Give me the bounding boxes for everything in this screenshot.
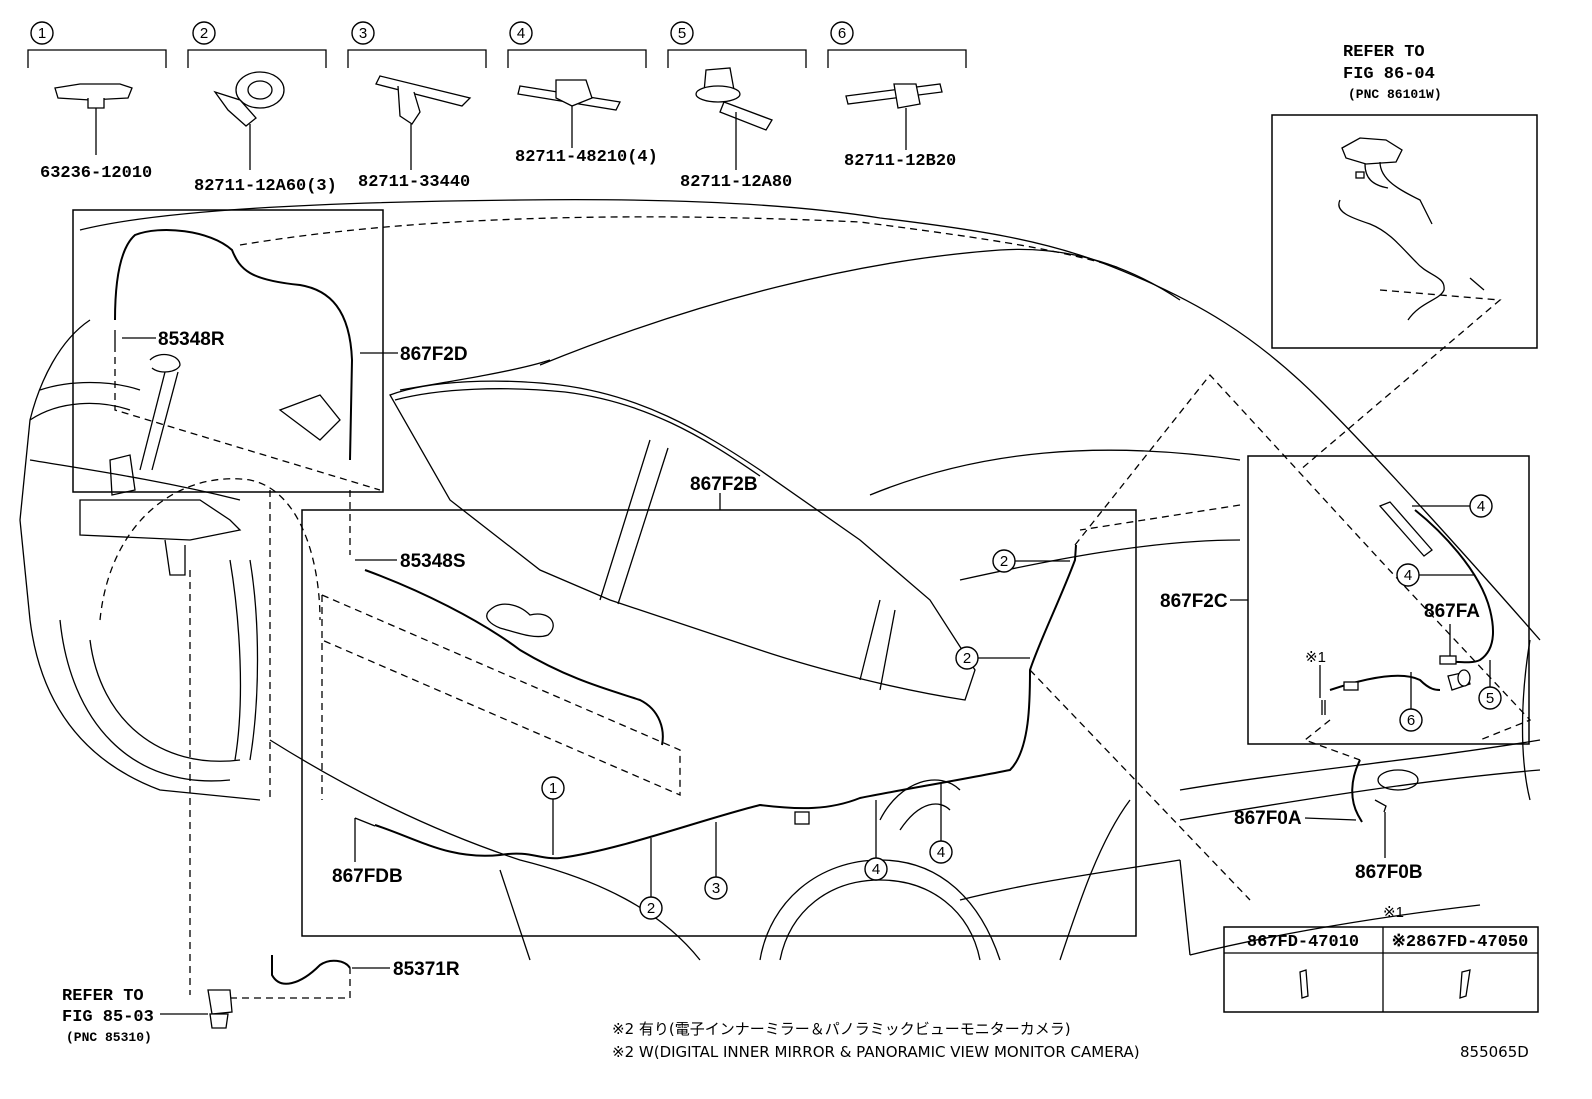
clip-63236-icon xyxy=(54,83,133,155)
svg-text:4: 4 xyxy=(872,861,880,878)
clip-marker-4b: 4 xyxy=(929,783,953,864)
variant-col-1: 867FD-47010 xyxy=(1247,933,1359,952)
variant-1-icon xyxy=(1299,969,1309,999)
svg-text:3: 3 xyxy=(359,25,367,42)
svg-text:(PNC 85310): (PNC 85310) xyxy=(66,1030,152,1045)
part-2-index: 2 xyxy=(192,21,216,45)
part-6-index: 6 xyxy=(830,21,854,45)
clip-marker-6: 6 xyxy=(1399,672,1423,732)
callout-867F2B: 867F2B xyxy=(690,474,758,495)
svg-text:6: 6 xyxy=(838,25,846,42)
clip-marker-3: 3 xyxy=(704,822,728,900)
part-number-2: 82711-12A60(3) xyxy=(194,177,337,196)
callout-867F2D: 867F2D xyxy=(400,344,468,365)
svg-text:1: 1 xyxy=(549,780,557,797)
part-4-index: 4 xyxy=(509,21,533,45)
clip-marker-4c: 4 xyxy=(1412,494,1493,518)
svg-text:5: 5 xyxy=(1486,690,1494,707)
svg-text:4: 4 xyxy=(517,25,525,42)
callout-867FDB: 867FDB xyxy=(332,866,403,887)
callout-85348S: 85348S xyxy=(400,551,466,572)
part-3-index: 3 xyxy=(351,21,375,45)
svg-text:REFER TO: REFER TO xyxy=(1343,43,1425,62)
clamp-82711-12A60-icon xyxy=(213,71,285,170)
part-number-4: 82711-48210(4) xyxy=(515,148,658,167)
clip-marker-4a: 4 xyxy=(864,800,888,881)
svg-text:6: 6 xyxy=(1407,712,1415,729)
svg-text:FIG 86-04: FIG 86-04 xyxy=(1343,65,1435,84)
refer-fig-85-03: REFER TO FIG 85-03 (PNC 85310) xyxy=(62,987,154,1045)
svg-text:2: 2 xyxy=(200,25,208,42)
variant-table-title: ※1 xyxy=(1383,904,1404,921)
hose-867F0A xyxy=(1351,759,1363,823)
variant-col-2: ※2867FD-47050 xyxy=(1392,933,1529,952)
clip-marker-5: 5 xyxy=(1478,660,1502,710)
camera-harness-icon xyxy=(1338,137,1485,321)
hose-867F2D xyxy=(114,229,354,461)
callout-85348R: 85348R xyxy=(158,329,225,350)
part-number-5: 82711-12A80 xyxy=(680,173,792,192)
svg-text:5: 5 xyxy=(678,25,686,42)
figure-id: 855065D xyxy=(1460,1043,1529,1061)
note-english: ※2 W(DIGITAL INNER MIRROR & PANORAMIC VI… xyxy=(612,1043,1140,1061)
side-hose-box xyxy=(301,509,1137,937)
variant-2-icon xyxy=(1459,969,1471,999)
svg-text:4: 4 xyxy=(937,844,945,861)
svg-text:2: 2 xyxy=(1000,553,1008,570)
part-5-index: 5 xyxy=(670,21,694,45)
refer-fig-86-04: REFER TO FIG 86-04 (PNC 86101W) xyxy=(1343,43,1442,102)
door-hose xyxy=(364,569,664,746)
hood-hose-inset-box xyxy=(72,209,384,493)
clip-marker-2a: 2 xyxy=(639,838,663,920)
callout-867F0B: 867F0B xyxy=(1355,862,1423,883)
part-1-index: 1 xyxy=(30,21,54,45)
clip-marker-4d: 4 xyxy=(1396,563,1475,587)
clamp-82711-33440-icon xyxy=(375,75,472,170)
svg-text:FIG 85-03: FIG 85-03 xyxy=(62,1008,154,1027)
svg-text:4: 4 xyxy=(1404,567,1412,584)
top-parts-row: 1 2 3 4 5 6 xyxy=(27,21,967,196)
svg-text:4: 4 xyxy=(1477,498,1485,515)
clip-marker-1: 1 xyxy=(541,776,565,855)
svg-text:2: 2 xyxy=(963,650,971,667)
variant-table: 867FD-47010 ※2867FD-47050 xyxy=(1223,926,1539,1013)
svg-text:3: 3 xyxy=(712,880,720,897)
camera-inset-box xyxy=(1271,114,1538,349)
svg-text:2: 2 xyxy=(647,900,655,917)
callout-85371R: 85371R xyxy=(393,959,460,980)
callout-867F0A: 867F0A xyxy=(1234,808,1302,829)
rear-harness-parts xyxy=(1321,501,1494,715)
mark-1-label: ※1 xyxy=(1305,649,1326,666)
washer-pump-icon xyxy=(160,989,233,1029)
callout-867F2C: 867F2C xyxy=(1160,591,1228,612)
clip-marker-2c: 2 xyxy=(992,549,1070,573)
clamp-82711-12A80-icon xyxy=(695,67,773,170)
part-number-3: 82711-33440 xyxy=(358,173,470,192)
part-number-6: 82711-12B20 xyxy=(844,152,956,171)
svg-text:(PNC 86101W): (PNC 86101W) xyxy=(1348,87,1442,102)
note-japanese: ※2 有り(電子インナーミラー＆パノラミックビューモニターカメラ) xyxy=(612,1020,1071,1038)
hose-85371R xyxy=(271,955,351,985)
dashed-leaders xyxy=(114,289,1532,999)
svg-text:1: 1 xyxy=(38,25,46,42)
part-number-1: 63236-12010 xyxy=(40,164,152,183)
callout-867FA: 867FA xyxy=(1424,601,1480,622)
svg-text:REFER TO: REFER TO xyxy=(62,987,144,1006)
clamp-82711-12B20-icon xyxy=(845,83,943,150)
vehicle-outline xyxy=(19,199,1541,961)
main-harness-867F2B xyxy=(374,544,1077,860)
clamp-82711-48210-icon xyxy=(517,79,621,148)
clip-marker-2b: 2 xyxy=(955,646,1030,670)
